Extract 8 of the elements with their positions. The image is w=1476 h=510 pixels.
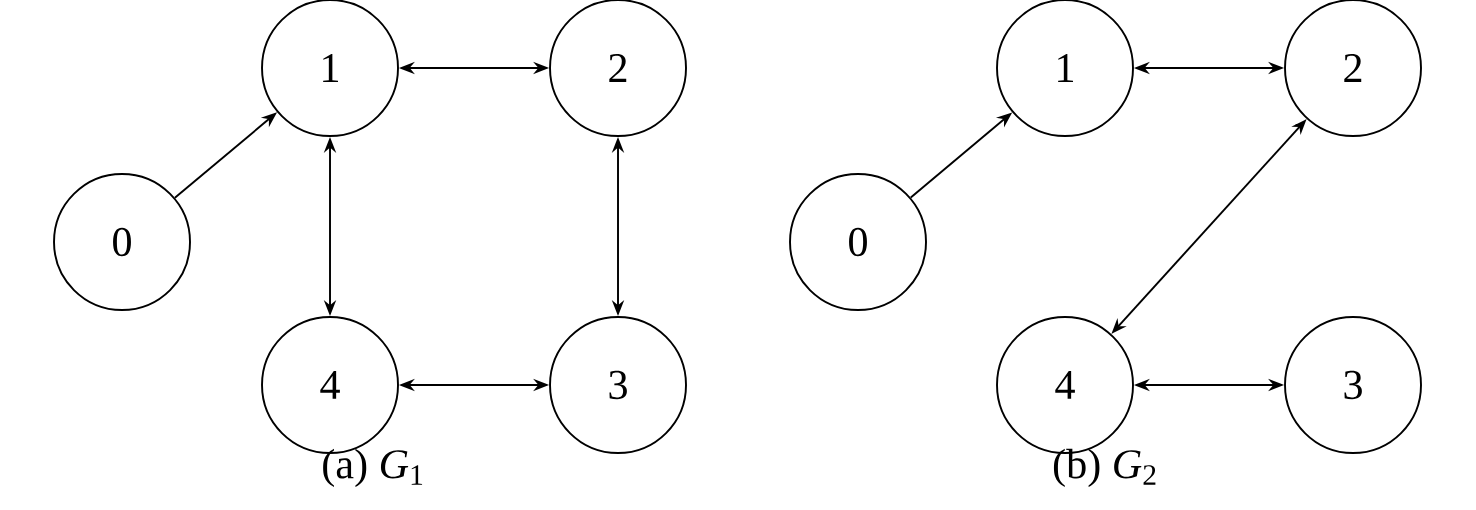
graph-vertex: 2 [549, 0, 687, 137]
graph-vertex: 0 [53, 173, 191, 311]
graph-vertex: 3 [1284, 316, 1422, 454]
graph-vertex: 2 [1284, 0, 1422, 137]
graph-vertex: 1 [261, 0, 399, 137]
graph-vertex: 1 [996, 0, 1134, 137]
graph-vertex: 3 [549, 316, 687, 454]
graph-vertex: 0 [789, 173, 927, 311]
